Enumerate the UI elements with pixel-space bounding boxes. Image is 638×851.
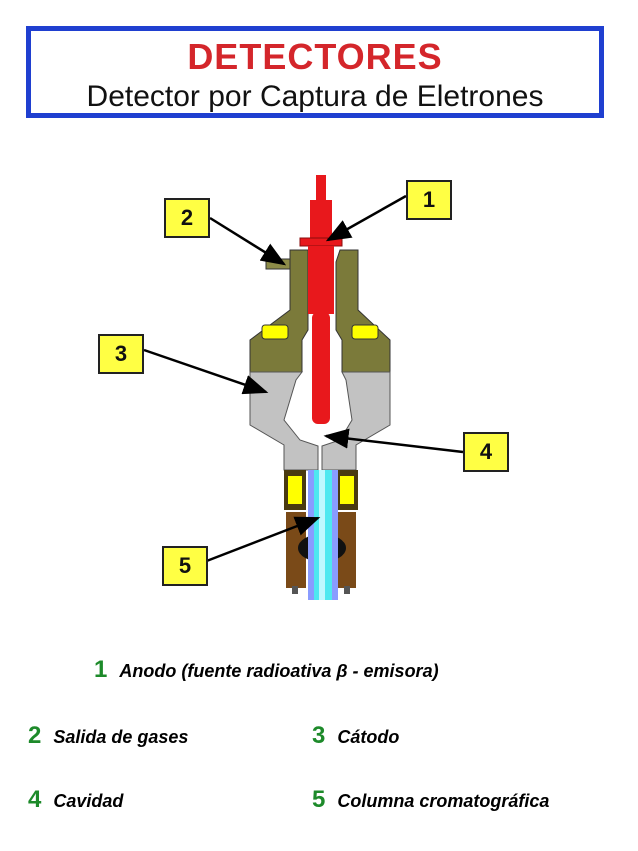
heater-right	[336, 512, 356, 588]
arrow-4	[323, 428, 464, 454]
legend-text-3: Cátodo	[337, 727, 400, 747]
callout-2: 2	[164, 198, 210, 238]
legend-num-5: 5	[312, 786, 326, 813]
anode-tip	[316, 175, 326, 205]
fitting-left-inner	[288, 476, 302, 504]
cathode-block-right	[321, 371, 391, 471]
legend-item-2: 2 Salida de gases	[28, 722, 188, 750]
anode-upper	[310, 200, 332, 240]
legend-item-5: 5 Columna cromatográfica	[312, 786, 549, 814]
arrow-1	[325, 194, 407, 242]
callout-4: 4	[463, 432, 509, 472]
legend-num-1: 1	[94, 656, 108, 683]
column-highlight	[319, 470, 325, 600]
anode-flange	[299, 237, 343, 247]
page-title: DETECTORES	[187, 36, 443, 77]
title-box: DETECTORES Detector por Captura de Eletr…	[26, 26, 604, 118]
legend-text-5: Columna cromatográfica	[337, 791, 550, 811]
legend-text-2: Salida de gases	[53, 727, 189, 747]
anode-rod	[312, 312, 330, 424]
insulator-right	[351, 324, 379, 340]
legend-num-4: 4	[28, 786, 42, 813]
legend-num-2: 2	[28, 722, 42, 749]
heater-pin-left	[292, 586, 298, 594]
legend-num-3: 3	[312, 722, 326, 749]
callout-3: 3	[98, 334, 144, 374]
fitting-right-inner	[340, 476, 354, 504]
upper-body-right	[335, 249, 391, 373]
page-subtitle: Detector por Captura de Eletrones	[86, 80, 544, 113]
heater-pin-right	[344, 586, 350, 594]
cathode-block	[249, 371, 319, 471]
legend-item-4: 4 Cavidad	[28, 786, 123, 814]
legend-text-4: Cavidad	[53, 791, 124, 811]
callout-5: 5	[162, 546, 208, 586]
arrow-3	[143, 348, 269, 395]
callout-1: 1	[406, 180, 452, 220]
legend-item-3: 3 Cátodo	[312, 722, 399, 750]
insulator-left	[261, 324, 289, 340]
arrow-5	[203, 516, 321, 564]
arrow-2	[209, 216, 287, 266]
legend-text-1: Anodo (fuente radioativa β - emisora)	[119, 661, 439, 681]
anode-body	[308, 246, 334, 314]
legend-item-1: 1 Anodo (fuente radioativa β - emisora)	[94, 656, 439, 684]
